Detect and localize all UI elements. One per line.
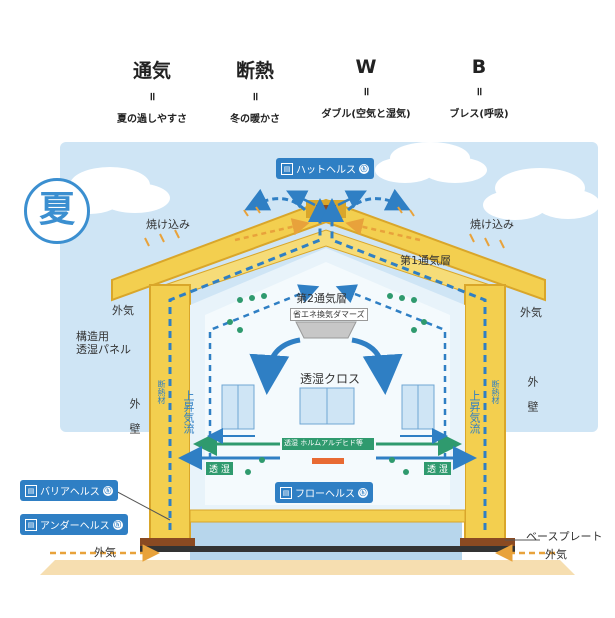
outside-air-left-label: 外気: [112, 304, 134, 317]
first-vent-layer-label: 第1通気層: [400, 254, 451, 267]
airflow-inner-left: [208, 284, 320, 470]
sun-heat-right: [397, 206, 505, 249]
interior-arrow-left: [249, 337, 301, 395]
interior-dots: [227, 293, 427, 475]
exhaust-up-right: [337, 190, 367, 209]
base-plate-right: [460, 538, 515, 546]
header-sub-ventilation: 夏の過しやすさ: [117, 114, 187, 125]
cloud-top-right: [375, 142, 487, 183]
airflow-left-wall: [168, 198, 332, 530]
base-plate-left: [140, 538, 195, 546]
ceiling-unit-label: 省エネ換気ダマーズ: [290, 308, 368, 321]
header-main-ventilation: 通気: [132, 60, 171, 82]
flow-health-badge: ▤ フローヘルス ⓗ: [275, 482, 373, 503]
ceiling-unit: [295, 321, 357, 339]
header-sub-breath: ブレス(呼吸): [449, 109, 509, 120]
header-main-insulation: 断熱: [235, 60, 274, 82]
flow-left-label: 透 湿: [206, 462, 233, 475]
header-col-insulation: 断熱 ॥ 冬の暖かさ: [216, 56, 294, 125]
brand-mark-icon: ⓗ: [358, 487, 368, 498]
insulation-left-label: 断熱材: [157, 380, 166, 404]
roof-heat-left: [234, 218, 310, 242]
interior-arrow-right: [351, 337, 403, 395]
panel-icon: ▤: [280, 486, 292, 499]
green-bar: [282, 438, 374, 450]
leader-barrier: [109, 487, 171, 521]
header-col-double: W ॥ ダブル(空気と湿気): [306, 56, 426, 120]
brand-mark-icon: ⓗ: [102, 485, 113, 496]
floor: [189, 509, 466, 523]
ground: [40, 560, 575, 575]
header-main-breath: B: [471, 56, 487, 78]
outer-wall-right-label: 外壁: [526, 376, 539, 426]
second-vent-layer-label: 第2通気層: [296, 292, 347, 305]
outer-wall-left-label: 外壁: [128, 398, 141, 448]
flow-health-label: フローヘルス: [295, 489, 355, 500]
header-equals-ventilation: ॥: [148, 90, 156, 103]
heater: [312, 458, 344, 464]
breathable-cloth-label: 透湿クロス: [300, 372, 361, 386]
brand-mark-icon: ⓗ: [359, 163, 369, 174]
roof-heat-right: [345, 218, 421, 242]
insulation-right-label: 断熱材: [491, 380, 500, 404]
airflow-right-wall: [320, 198, 487, 530]
structural-panel-label: 構造用 透湿パネル: [76, 330, 131, 356]
under-health-label: アンダーヘルス: [40, 521, 110, 532]
season-badge: 夏: [24, 178, 90, 244]
rising-air-right-label: 上昇気流: [468, 390, 481, 434]
header-col-ventilation: 通気 ॥ 夏の過しやすさ: [108, 56, 196, 125]
outside-air-right-label: 外気: [520, 306, 542, 319]
header-main-double: W: [355, 56, 377, 78]
header-sub-double: ダブル(空気と湿気): [321, 109, 411, 120]
panel-icon: ▤: [281, 162, 293, 175]
header-equals-insulation: ॥: [251, 90, 259, 103]
panel-icon: ▤: [25, 484, 37, 497]
outside-bottom-left-label: 外気: [94, 546, 116, 559]
rising-air-left-label: 上昇気流: [182, 390, 195, 434]
barrier-health-label: バリアヘルス: [40, 487, 100, 498]
header-equals-breath: ॥: [475, 85, 483, 98]
floor-water: [190, 520, 462, 560]
exhaust-up-left: [286, 190, 316, 209]
airflow-inner-right: [335, 284, 447, 470]
brand-mark-icon: ⓗ: [112, 519, 123, 530]
hat-health-badge: ▤ ハットヘルス ⓗ: [276, 158, 374, 179]
hat-health-label: ハットヘルス: [296, 165, 356, 176]
foundation: [140, 546, 515, 552]
cloud-right: [483, 168, 600, 220]
outside-bottom-right-label: 外気: [545, 548, 567, 561]
base-plate-label: ベースプレート: [526, 530, 603, 543]
panel-icon: ▤: [25, 518, 37, 531]
sun-heat-left-label: 焼け込み: [146, 218, 190, 231]
barrier-health-badge: ▤ バリアヘルス ⓗ: [20, 480, 118, 501]
header-equals-double: ॥: [362, 85, 370, 98]
header-sub-insulation: 冬の暖かさ: [230, 114, 280, 125]
header-col-breath: B ॥ ブレス(呼吸): [434, 56, 524, 120]
flow-right-label: 透 湿: [424, 462, 451, 475]
sun-heat-left: [144, 206, 261, 247]
sun-heat-right-label: 焼け込み: [470, 218, 514, 231]
under-health-badge: ▤ アンダーヘルス ⓗ: [20, 514, 128, 535]
green-bar-label: 透湿 ホルムアルデヒド等: [284, 439, 364, 447]
